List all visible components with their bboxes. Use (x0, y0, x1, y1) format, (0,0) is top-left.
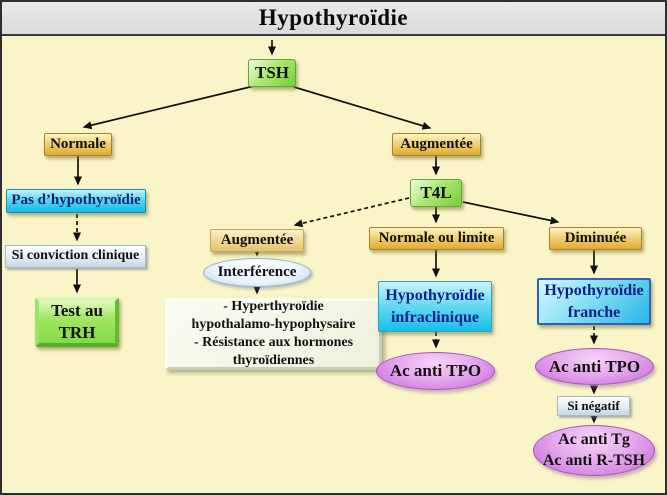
node-si-conviction-clinique: Si conviction clinique (5, 245, 146, 268)
info-panel-line4: thyroïdiennes (232, 352, 315, 368)
node-si-conviction-label: Si conviction clinique (11, 248, 140, 264)
node-t4l: T4L (410, 179, 462, 207)
arrow-t4l-to-diminuee (462, 201, 560, 225)
title-bar: Hypothyroïdie (2, 2, 665, 36)
node-infraclinique-line2: infraclinique (390, 308, 479, 326)
node-ac-anti-tpo-right: Ac anti TPO (535, 348, 654, 385)
node-si-negatif-label: Si négatif (567, 397, 620, 413)
node-tsh-normale-label: Normale (50, 135, 106, 152)
node-interference: Interférence (203, 258, 311, 287)
node-interference-label: Interférence (217, 263, 297, 280)
node-diminuee-label: Diminuée (564, 229, 627, 246)
node-infraclinique-line1: Hypothyroïdie (385, 286, 485, 304)
node-tsh-normale: Normale (44, 133, 112, 156)
node-tsh: TSH (248, 59, 296, 87)
node-tsh-augmentee-label: Augmentée (400, 135, 473, 152)
node-test-trh-line2: TRH (58, 323, 96, 342)
node-diminuee: Diminuée (549, 227, 642, 250)
node-t4l-augmentee: Augmentée (210, 229, 304, 252)
node-si-negatif: Si négatif (557, 396, 630, 416)
info-panel-line2: hypothalamo-hypophysaire (191, 317, 356, 333)
node-franche-line2: franche (567, 303, 621, 321)
node-ac-anti-tg-line2: Ac anti R-TSH (542, 451, 646, 469)
info-panel-line1: - Hyperthyroïdie (223, 299, 324, 315)
node-pas-hypothyroidie-label: Pas d’hypothyroïdie (11, 192, 141, 209)
node-ac-anti-tg: Ac anti Tg Ac anti R-TSH (533, 425, 655, 476)
node-hypothyroidie-infraclinique: Hypothyroïdie infraclinique (378, 281, 492, 332)
info-panel-line3: - Résistance aux hormones (193, 335, 354, 350)
node-t4l-label: T4L (420, 183, 452, 203)
node-test-trh: Test au TRH (35, 297, 119, 347)
node-normale-ou-limite: Normale ou limite (369, 227, 504, 250)
arrow-tsh-to-normale (82, 85, 255, 130)
node-pas-hypothyroidie: Pas d’hypothyroïdie (6, 189, 146, 213)
node-t4l-augmentee-label: Augmentée (220, 231, 294, 248)
node-ac-anti-tpo-right-label: Ac anti TPO (548, 356, 641, 376)
node-ac-anti-tg-line1: Ac anti Tg (558, 430, 630, 448)
page-title: Hypothyroïdie (258, 5, 409, 30)
node-franche-line1: Hypothyroïdie (544, 281, 644, 299)
arrow-t4l-to-augmentee2 (293, 197, 410, 228)
node-test-trh-line1: Test au (51, 300, 103, 320)
node-ac-anti-tpo-mid: Ac anti TPO (376, 352, 495, 390)
node-tsh-label: TSH (254, 63, 290, 83)
node-normale-ou-limite-label: Normale ou limite (378, 229, 495, 246)
node-hypothyroidie-franche: Hypothyroïdie franche (537, 278, 651, 325)
arrow-tsh-to-augmentee (293, 86, 432, 130)
node-ac-anti-tpo-mid-label: Ac anti TPO (389, 361, 482, 381)
node-info-panel: - Hyperthyroïdie hypothalamo-hypophysair… (165, 298, 382, 370)
node-tsh-augmentee: Augmentée (392, 133, 481, 156)
